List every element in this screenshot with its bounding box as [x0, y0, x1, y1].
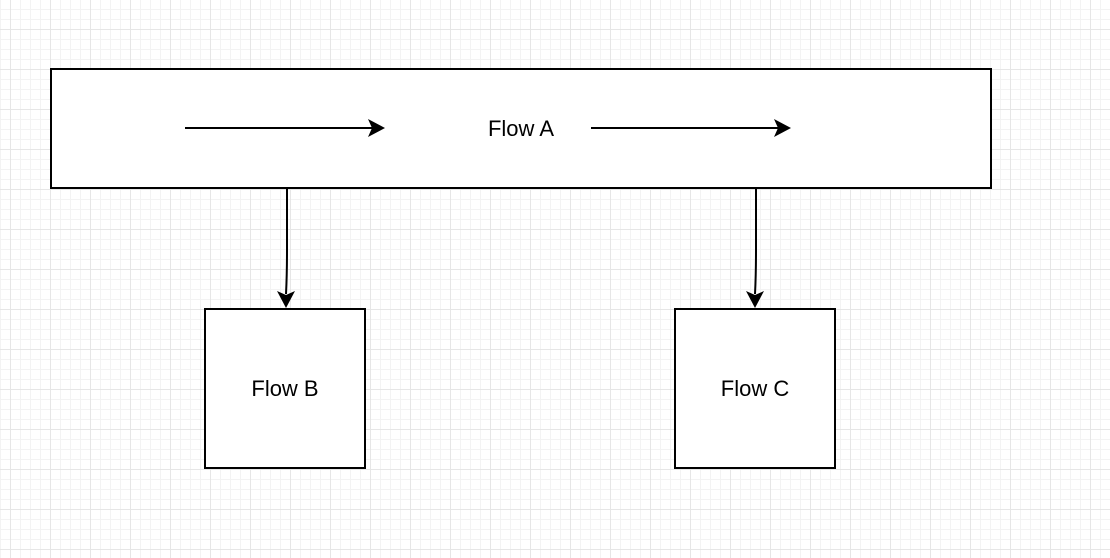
flow-a-label: Flow A — [487, 115, 555, 141]
flow-a-node[interactable]: Flow A — [50, 68, 992, 189]
flow-c-label: Flow C — [720, 375, 790, 401]
flow-b-label: Flow B — [251, 375, 319, 401]
edge-flow-a-to-flow-c[interactable] — [746, 189, 764, 308]
flow-c-node[interactable]: Flow C — [674, 308, 836, 469]
edge-flow-a-to-flow-b[interactable] — [277, 189, 295, 308]
flow-b-node[interactable]: Flow B — [204, 308, 366, 469]
